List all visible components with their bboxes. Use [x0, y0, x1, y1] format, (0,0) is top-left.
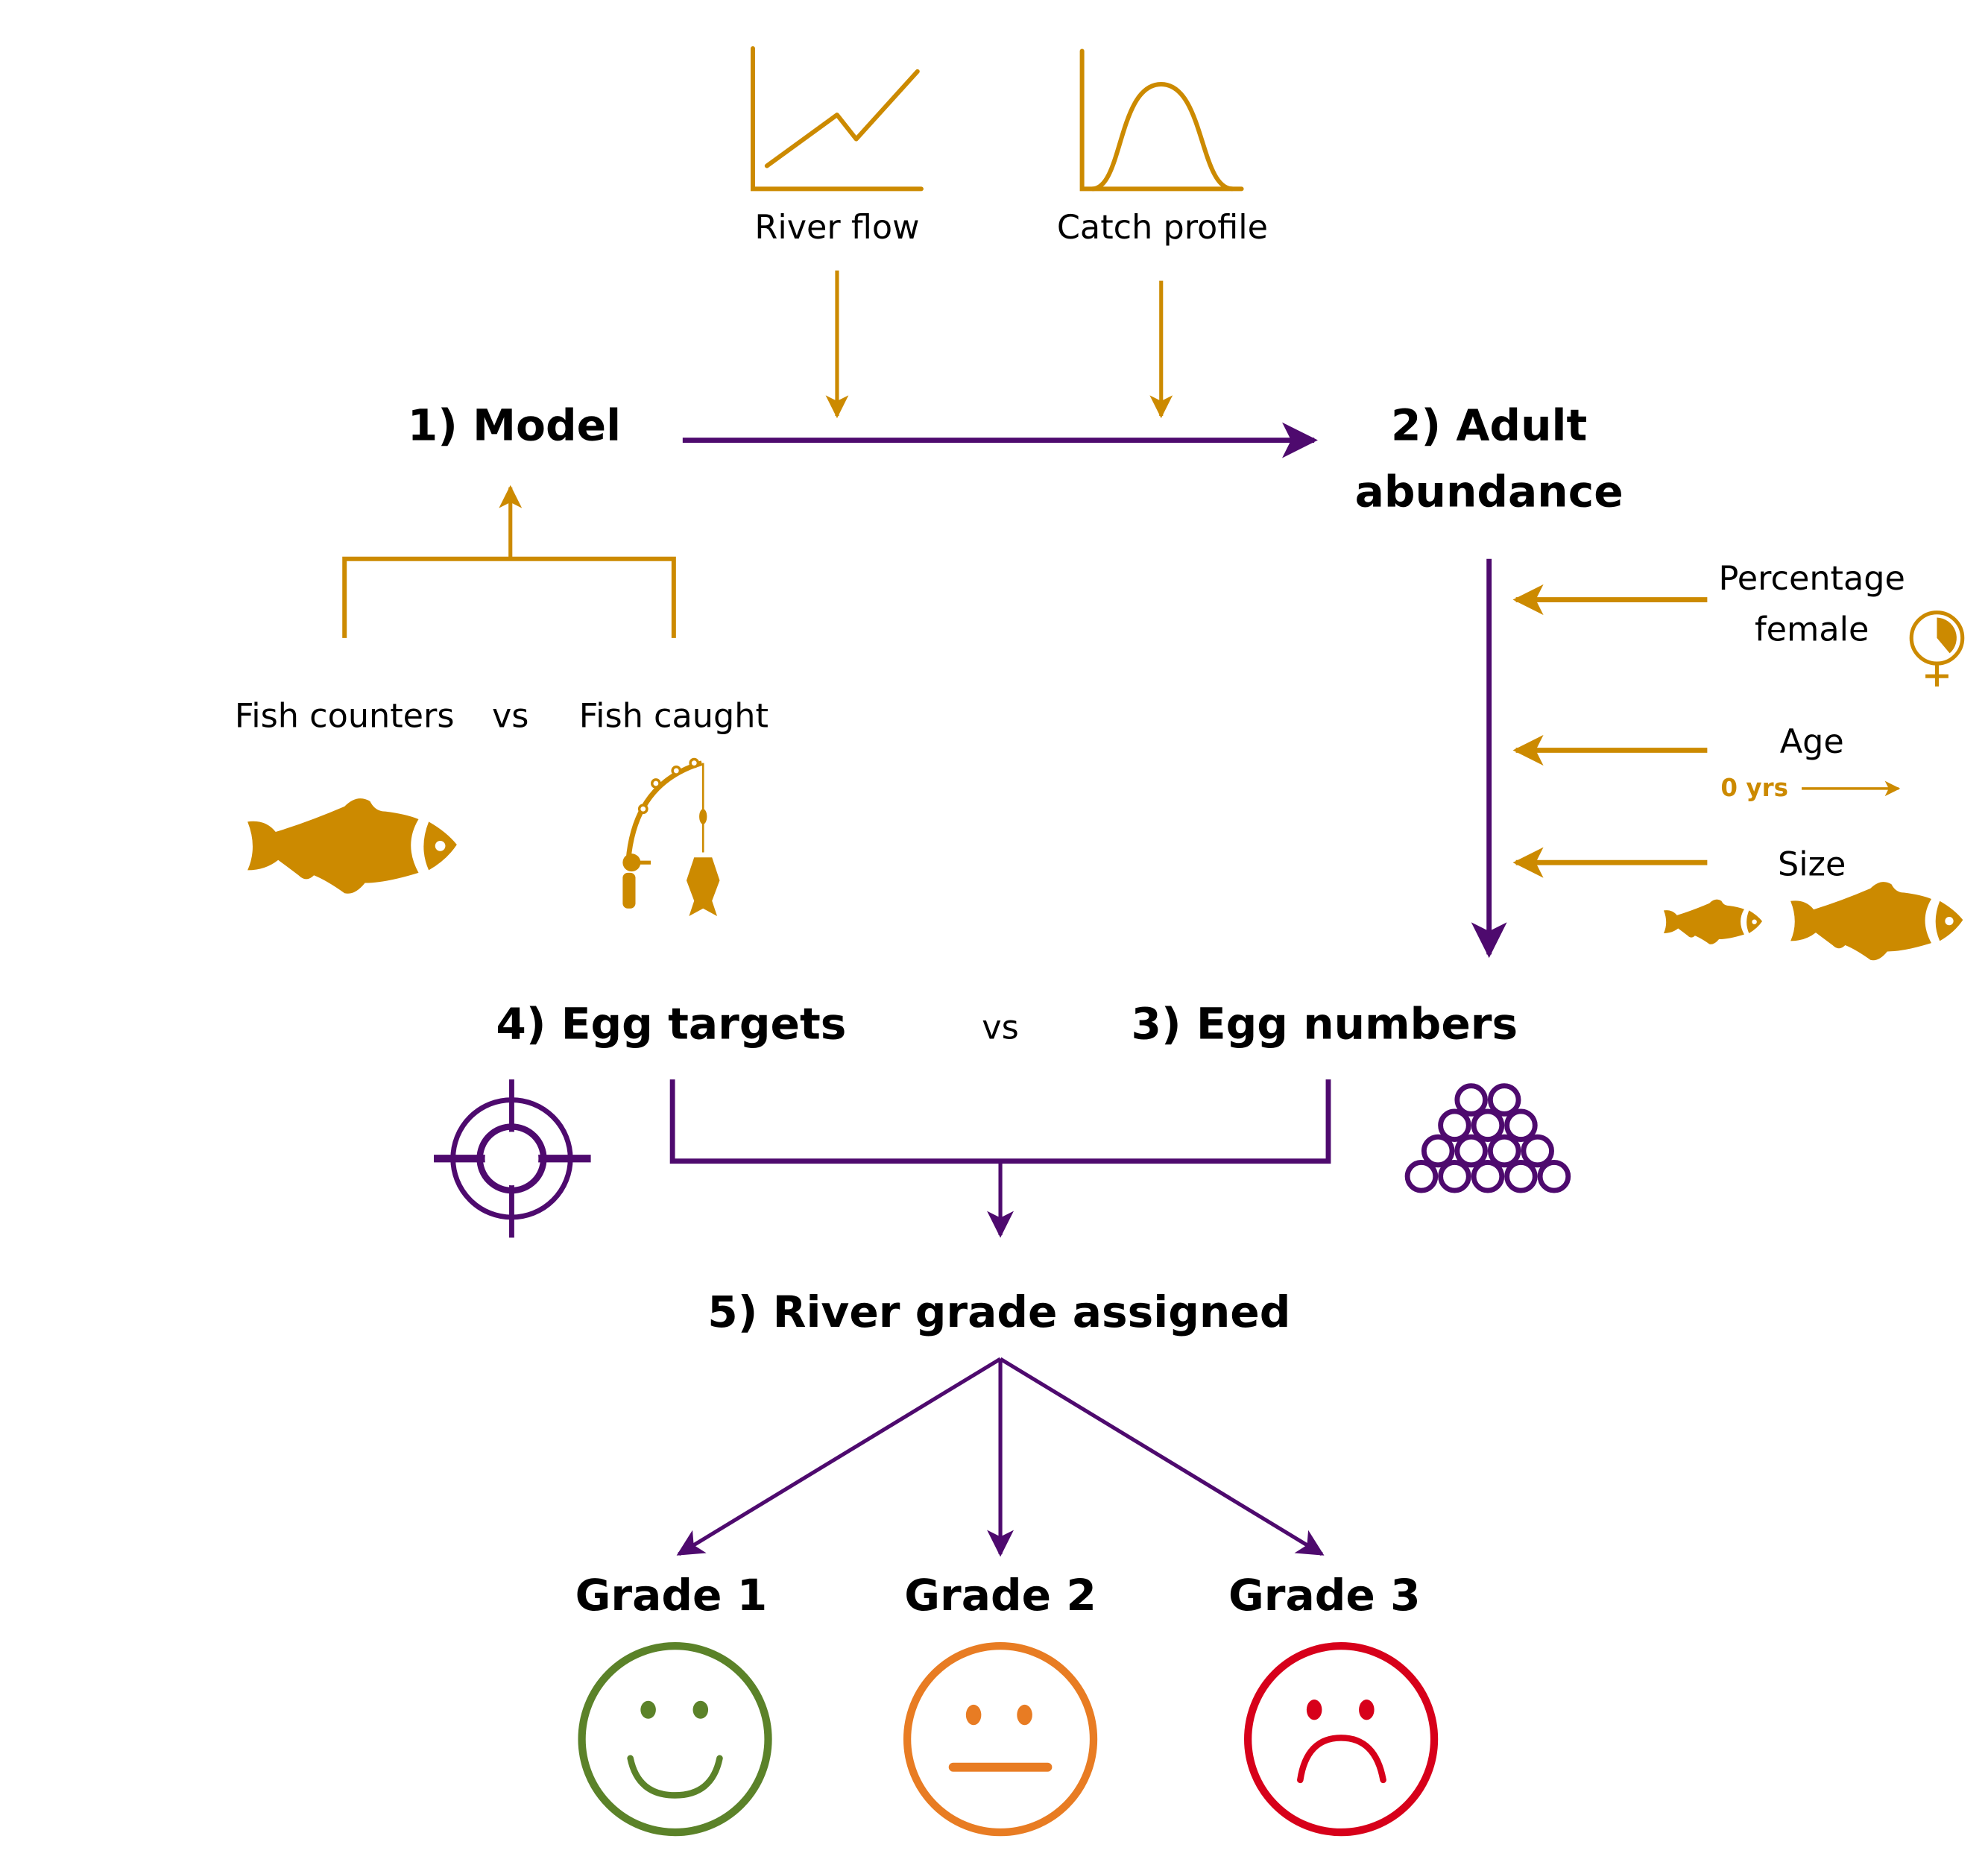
egg-icon	[1438, 1108, 1471, 1143]
percentage-female-label-2: female	[1755, 610, 1869, 649]
egg-icon	[1487, 1134, 1521, 1168]
size-label: Size	[1778, 845, 1846, 883]
model-inputs-bracket	[342, 485, 676, 638]
egg-icon	[1454, 1134, 1488, 1168]
neutral-face-icon	[903, 1642, 1098, 1837]
step-model-label: 1) Model	[408, 400, 621, 451]
fish-counters-label: Fish counters	[235, 698, 455, 736]
step-adult-abundance-label-1: 2) Adult	[1391, 400, 1587, 451]
river-flow-label: River flow	[754, 209, 919, 247]
egg-icon	[1504, 1108, 1538, 1143]
step-egg-targets-label: 4) Egg targets	[496, 998, 846, 1049]
egg-icon	[1454, 1083, 1488, 1117]
egg-icon	[1521, 1134, 1554, 1168]
catch-profile-input: Catch profile	[1057, 48, 1268, 419]
grade-2-label: Grade 2	[904, 1570, 1096, 1621]
eggs-comparison-bracket	[669, 1079, 1331, 1238]
catch-profile-label: Catch profile	[1057, 209, 1268, 247]
river-flow-input: River flow	[750, 46, 924, 419]
small-fish-icon	[1663, 899, 1763, 944]
egg-icon	[1404, 1159, 1439, 1193]
grade-3-label: Grade 3	[1228, 1570, 1421, 1621]
large-fish-icon	[1790, 882, 1963, 961]
step-egg-numbers-label: 3) Egg numbers	[1132, 998, 1518, 1049]
step-river-grade-label: 5) River grade assigned	[707, 1287, 1290, 1337]
egg-icon	[1487, 1083, 1521, 1117]
age-start-label: 0 yrs	[1720, 774, 1788, 802]
female-pie-icon	[1909, 610, 1965, 687]
model-inputs-vs: vs	[492, 698, 529, 736]
egg-icon	[1471, 1108, 1505, 1143]
bell-curve-icon	[1079, 48, 1244, 192]
egg-icon	[1504, 1159, 1538, 1193]
sad-face-icon	[1244, 1642, 1439, 1837]
egg-icon	[1537, 1159, 1571, 1193]
egg-icon	[1421, 1134, 1455, 1168]
egg-icon	[1438, 1159, 1471, 1193]
percentage-female-label-1: Percentage	[1719, 560, 1905, 598]
egg-vs-label: vs	[982, 1009, 1019, 1047]
line-chart-icon	[750, 46, 924, 192]
grade-1-label: Grade 1	[575, 1570, 768, 1621]
fish-caught-label: Fish caught	[579, 698, 769, 736]
egg-pile-icon	[1404, 1083, 1571, 1193]
age-label: Age	[1780, 723, 1844, 761]
fish-icon	[247, 798, 457, 894]
egg-icon	[1471, 1159, 1505, 1193]
step-adult-abundance-label-2: abundance	[1355, 467, 1623, 517]
target-icon	[434, 1079, 591, 1238]
fishing-rod-icon	[622, 757, 720, 917]
happy-face-icon	[578, 1642, 772, 1837]
grade-branch-arrows	[676, 1357, 1325, 1557]
